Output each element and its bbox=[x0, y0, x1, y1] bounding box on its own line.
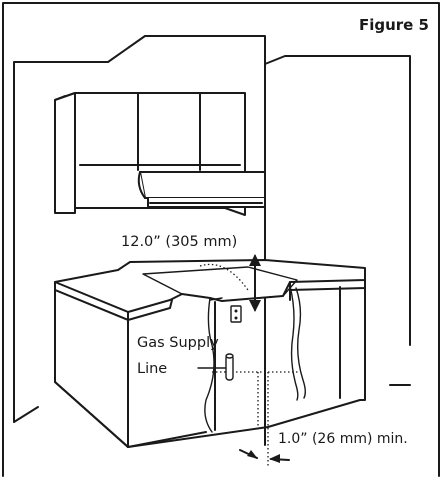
min-dimension bbox=[239, 449, 290, 463]
clearance-label: 12.0” (305 mm) bbox=[121, 234, 237, 250]
figure-border bbox=[2, 2, 440, 477]
figure-title: Figure 5 bbox=[359, 16, 429, 34]
min-clearance-label: 1.0” (26 mm) min. bbox=[278, 431, 408, 447]
clearance-dimension bbox=[199, 254, 261, 312]
lower-cabinet bbox=[54, 286, 366, 448]
gas-pipe bbox=[197, 353, 234, 381]
interior-floor-dots bbox=[212, 371, 300, 466]
range-hood bbox=[137, 171, 266, 208]
gas-supply-label: Gas Supply bbox=[137, 335, 219, 351]
electrical-outlet bbox=[230, 305, 242, 323]
gas-line-label: Line bbox=[137, 361, 167, 377]
room-walls bbox=[13, 35, 411, 446]
countertop bbox=[54, 259, 366, 321]
